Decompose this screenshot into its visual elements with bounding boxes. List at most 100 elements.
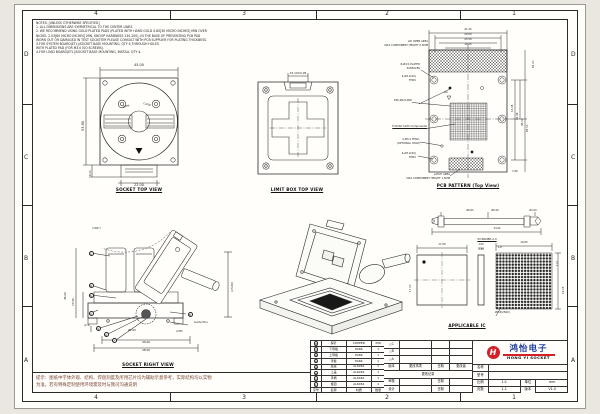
probe-dim-2: Ø0.90 (491, 209, 499, 212)
screw-label: 4-M3 (176, 330, 183, 333)
balloon-2: 2 (88, 310, 94, 316)
logo-mark-icon: H (486, 346, 500, 359)
probe-dim-3: Ø1.00 (529, 209, 537, 212)
zone-col: 3 (242, 10, 246, 17)
revision-table: △C △B △A 版本更改事项日期更改者 更改记录 审核日期 设计日期 (384, 340, 472, 393)
bom-item-material: PA66 (347, 346, 373, 352)
footnote: 提示：图纸中字体外观、结构、焊盘刻度及所用芯片均为辅助示意参考，实际结构均以实物… (36, 376, 276, 389)
balloon-4: 4 (103, 331, 109, 337)
dim-right-base: (2.5) (84, 324, 91, 327)
bom-item-name: 手柄 (322, 376, 347, 382)
ballmap-pitch: 1.27 (497, 246, 503, 249)
revision-header-version: 版本 (384, 363, 400, 371)
pcb-dim-bottom: 7.60 (512, 170, 518, 173)
ic-side-dim1: 1.00 (478, 243, 484, 246)
check-label: 审核 (384, 378, 400, 386)
bom-item-no: 6 (313, 352, 319, 358)
zone-col: 2 (385, 10, 389, 17)
dim-socket-width: 45.00 (133, 63, 145, 67)
pcb-callout-thru-top: 4-Ø3.2(4X) (401, 75, 416, 78)
bom-item-no: 2 (313, 376, 319, 382)
zone-col: 1 (512, 10, 516, 17)
socket-right-view-drawing (58, 222, 243, 374)
ic-width: 17.00 (438, 243, 446, 246)
pcb-callout-lid-height: MAX COMPONENT HEIGHT 0.5MM (384, 44, 428, 47)
limit-box-view-title: LIMIT BOX TOP VIEW (270, 187, 324, 192)
zone-row: B (571, 255, 576, 262)
bom-item-qty: 1 (377, 346, 380, 351)
notes-line: NICKEL 2.03[80 MICRO INCHES] MIN, KNOOP … (36, 33, 201, 38)
dim-guide-pin: Ø2.00 (128, 329, 136, 332)
version-label: 版本 (520, 386, 537, 393)
probe-length: 24.40 (493, 227, 501, 230)
revision-mark: △C (384, 341, 400, 348)
socket-iso-view-drawing (246, 214, 416, 342)
dim-right-w1: 40.00 (141, 340, 151, 344)
probe-dim-1: Ø0.65 (466, 209, 474, 212)
notes-line: 4.FOR LOAD BOARD(ETL)/SOCKET BASE MOUNTI… (36, 50, 142, 55)
zone-row: C (24, 154, 29, 161)
revision-mark: △A (384, 356, 400, 363)
company-name-cn: 鸿怡电子 (509, 343, 548, 354)
pcb-callout-latch2: MAX COMPONENT HEIGHT 1.5MM (406, 177, 450, 180)
outer-frame (22, 10, 578, 402)
dim-socket-tab: 22.00 (133, 183, 145, 187)
version-value: V1.0 (548, 387, 557, 392)
page-label: 页数 (473, 386, 489, 393)
pcb-callout-thru-bot2: THRU (408, 156, 416, 159)
bom-item-qty: 256 (375, 341, 381, 345)
dim-right-height: 45.00 (63, 291, 67, 300)
design-date-label: 日期 (432, 386, 450, 393)
balloon-5: 5 (88, 292, 94, 298)
bom-item-material: AL6061 (347, 382, 373, 387)
inner-frame (32, 19, 568, 393)
scale-value: 1:1 (489, 379, 521, 386)
pcb-callout-pad: 256-Ø0.8-PAD (393, 99, 412, 102)
pcb-dim-top-2: 29.00 (464, 33, 472, 36)
pcb-dim-right-5: 65.10 (526, 124, 529, 132)
applicable-ic-title: APPLICABLE IC (448, 323, 486, 328)
bom-item-name: 上导板 (322, 352, 347, 358)
balloon-3: 3 (95, 325, 101, 331)
notes-line: 3.FOR SYSTEM BOARD(ETL)/SOCKET BASE MOUN… (36, 41, 159, 46)
pcb-callout-thru-bot: 4-Ø3.2(4X) (401, 152, 416, 155)
check-date-label: 日期 (432, 378, 450, 386)
revision-mark: △B (384, 348, 400, 356)
bom-item-no: 3 (313, 370, 319, 376)
revision-header-change: 更改事项 (400, 363, 432, 371)
scale-label: 比例 (473, 379, 489, 386)
ic-side-dim2: 2.40 (478, 248, 484, 251)
socket-top-view-drawing (78, 62, 192, 197)
bom-item-material: AL6061 (347, 376, 373, 382)
design-label: 设计 (384, 386, 400, 393)
ballmap-pitch-v: 1.27 (556, 261, 559, 266)
ic-height: 17.00 (409, 284, 412, 292)
pcb-dim-right-4: 48.00 (521, 118, 524, 126)
pcb-callout-plated: 8-Ø4.5-PLATED (400, 63, 420, 66)
bom-item-qty: 1 (377, 382, 380, 387)
pcb-pattern-drawing (405, 28, 580, 188)
bom-header-qty: 数量 (375, 388, 382, 392)
pcb-pattern-title: PCB PATTERN (Top View) (436, 183, 500, 188)
notes-line: 2. WE RECOMMEND USING GOLD PLATED PADS (… (36, 29, 207, 34)
pcb-dim-top-4: 19.25 (464, 43, 472, 46)
bom-item-qty: 1 (377, 376, 380, 381)
bom-item-name: 探针 (322, 341, 347, 346)
bom-header-name: 名称 (322, 388, 347, 393)
design-row: 设计 日期 (384, 385, 472, 393)
table-header-row: 序号名称材质数量 (311, 387, 384, 393)
name-label: 名称 (473, 365, 489, 372)
pcb-callout-optional2: (OPTIONAL HOLE) (396, 142, 420, 145)
balloon-8: 8 (187, 311, 193, 317)
dim-limit-box: 15.10±0.05 (289, 71, 307, 75)
zone-col: 4 (94, 394, 98, 401)
pcb-callout-latch: LATCH AREA (433, 173, 450, 176)
